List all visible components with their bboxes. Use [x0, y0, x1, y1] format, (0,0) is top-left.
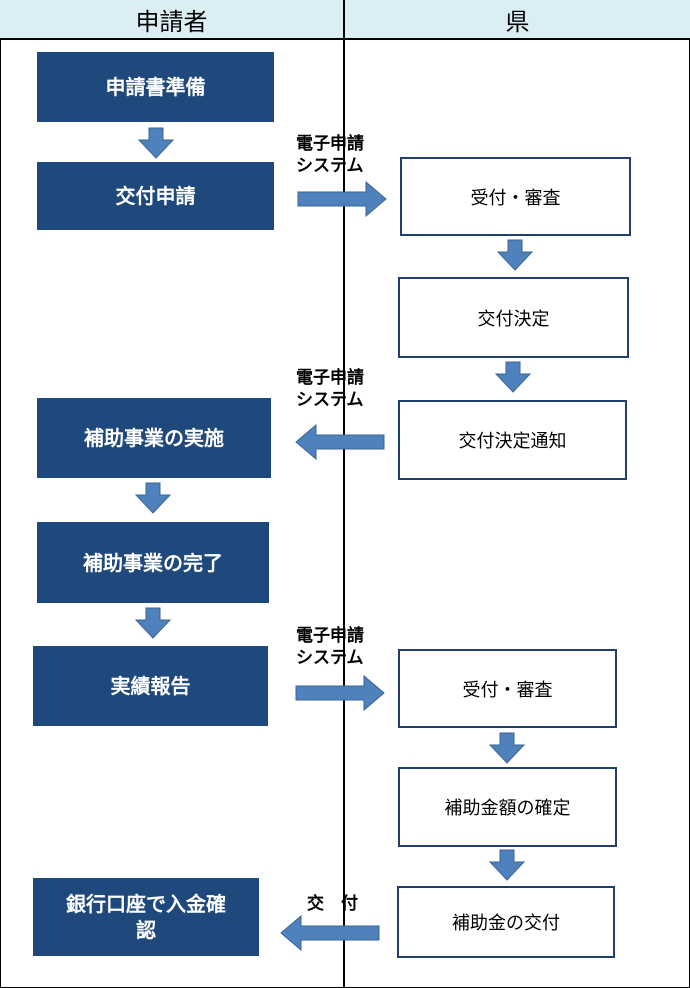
- down-arrow-5: [494, 361, 532, 393]
- step-receipt-review-2: 受付・審査: [398, 649, 617, 728]
- step-amount-confirmation: 補助金額の確定: [398, 767, 617, 847]
- label-line: システム: [296, 390, 364, 410]
- label-line: システム: [296, 648, 364, 668]
- label-line: 電子申請: [296, 134, 364, 154]
- column-header-applicant: 申請者: [0, 0, 343, 40]
- step-confirm-bank-deposit: 銀行口座で入金確認: [33, 878, 259, 956]
- step-grant-decision-notice: 交付決定通知: [398, 400, 627, 480]
- right-arrow-1: [297, 180, 387, 218]
- down-arrow-2: [134, 482, 172, 514]
- step-project-implementation: 補助事業の実施: [37, 398, 271, 478]
- step-receipt-review-1: 受付・審査: [400, 157, 631, 236]
- column-header-prefecture: 県: [345, 0, 690, 40]
- arrow-label-electronic-system-1: 電子申請 システム: [296, 133, 364, 177]
- label-line: 電子申請: [296, 368, 364, 388]
- step-grant-payment: 補助金の交付: [397, 886, 615, 958]
- left-arrow-2: [280, 914, 380, 952]
- right-arrow-2: [295, 674, 385, 712]
- arrow-label-electronic-system-2: 電子申請 システム: [296, 367, 364, 411]
- step-prepare-application: 申請書準備: [37, 52, 274, 122]
- step-grant-application: 交付申請: [37, 162, 274, 230]
- label-line: システム: [296, 156, 364, 176]
- step-grant-decision: 交付決定: [398, 277, 629, 358]
- arrow-label-grant: 交 付: [307, 894, 358, 914]
- label-line: 電子申請: [296, 626, 364, 646]
- column-divider: [343, 0, 345, 988]
- down-arrow-3: [134, 607, 172, 639]
- down-arrow-1: [137, 127, 175, 159]
- down-arrow-4: [496, 239, 534, 271]
- step-project-completion: 補助事業の完了: [37, 522, 269, 603]
- arrow-label-electronic-system-3: 電子申請 システム: [296, 625, 364, 669]
- down-arrow-7: [488, 849, 526, 881]
- left-arrow-1: [295, 423, 385, 461]
- step-performance-report: 実績報告: [33, 646, 268, 726]
- down-arrow-6: [488, 732, 526, 764]
